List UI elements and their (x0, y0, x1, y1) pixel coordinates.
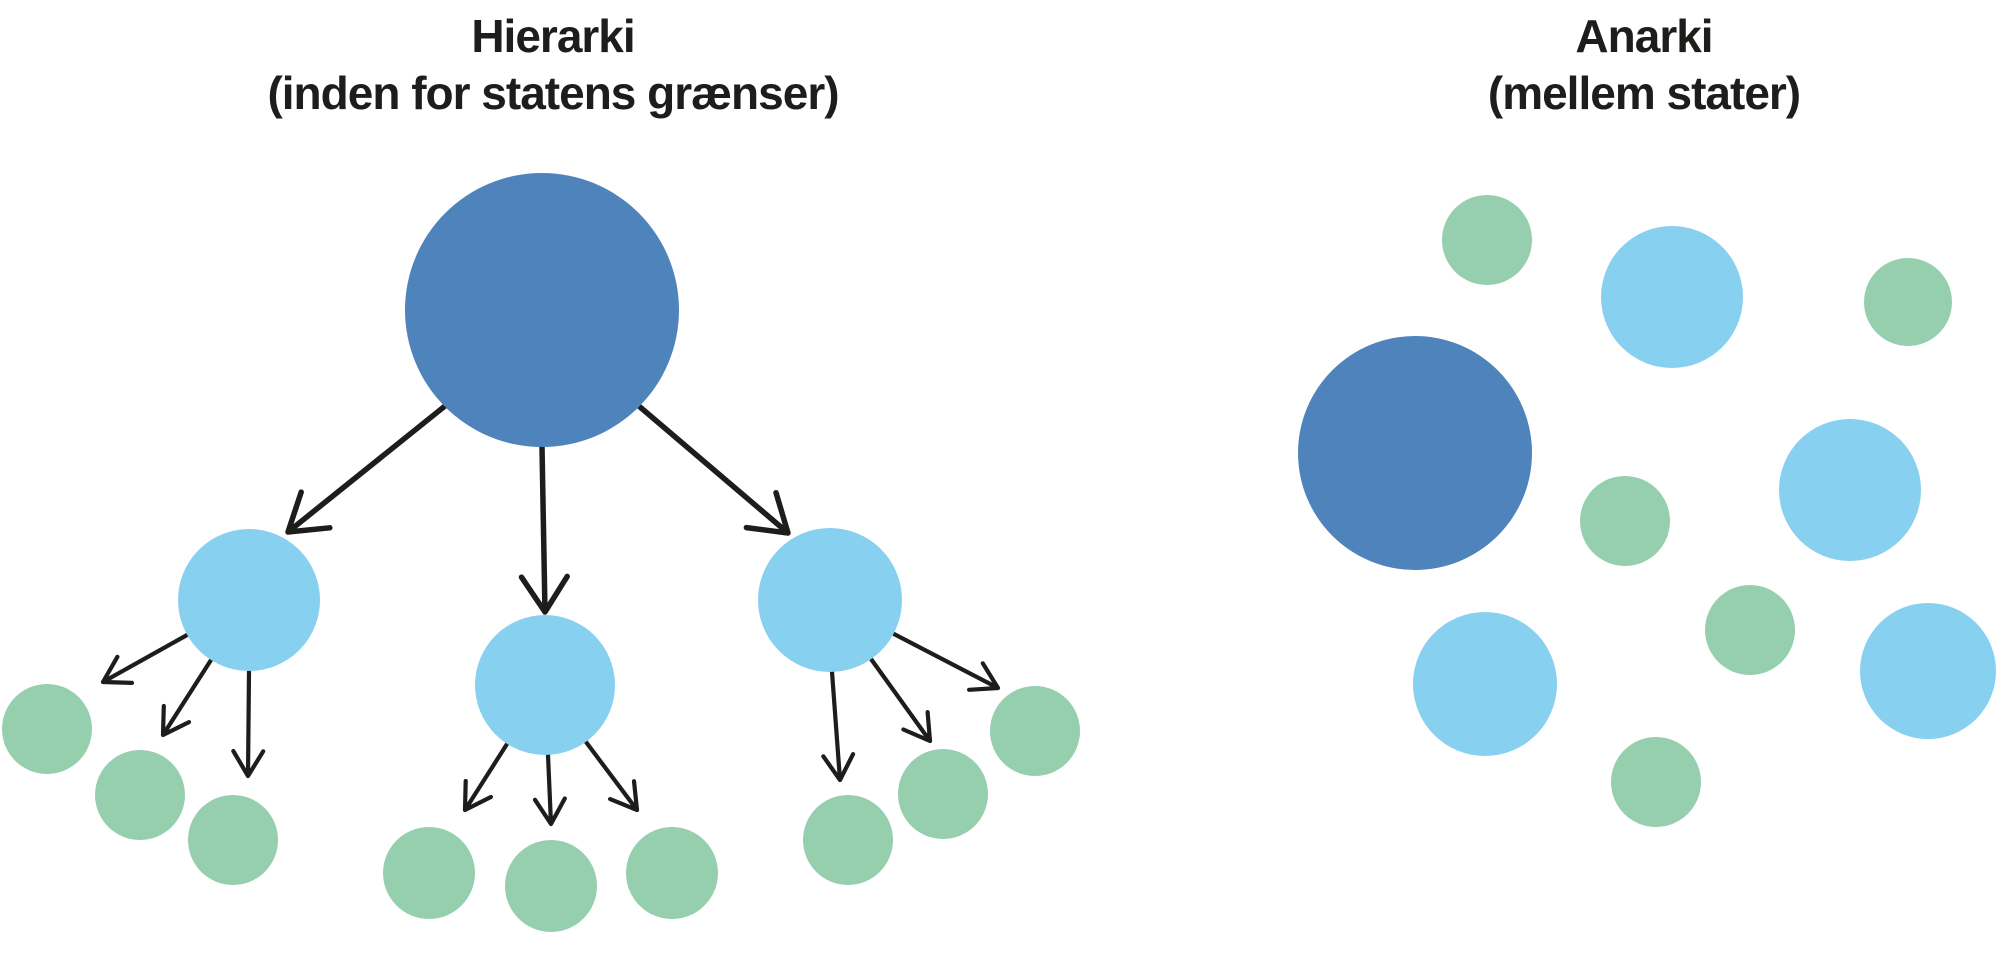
anarchy-green-midlow-node (1705, 585, 1795, 675)
anarchy-green-top-node (1442, 195, 1532, 285)
mid-center-node (475, 615, 615, 755)
hierarchy-arrow (285, 403, 448, 535)
anarchy-darkblue-big-node (1298, 336, 1532, 570)
anarchy-title: Anarki (mellem stater) (1487, 8, 1801, 122)
hierarchy-arrow (231, 668, 266, 779)
hierarchy-arrow (583, 739, 640, 813)
anarchy-blue-midright-node (1779, 419, 1921, 561)
hierarchy-arrow (462, 741, 510, 813)
anarchy-green-bottom-node (1611, 737, 1701, 827)
leaf-left-2-node (95, 750, 185, 840)
leaf-right-1-node (803, 795, 893, 885)
leaf-right-3-node (990, 686, 1080, 776)
anarchy-blue-right-node (1860, 603, 1996, 739)
hierarchy-arrow (821, 669, 856, 783)
anarchy-green-topright-node (1864, 258, 1952, 346)
anarchy-blue-bottomleft-node (1413, 612, 1557, 756)
anarchy-title-line1: Anarki (1575, 10, 1713, 62)
hierarchy-arrow (518, 444, 570, 615)
hierarchy-title-line1: Hierarki (471, 10, 635, 62)
hierarchy-arrow (891, 631, 1001, 692)
leaf-right-2-node (898, 749, 988, 839)
hierarchy-arrow (868, 656, 933, 744)
top-state-node (405, 173, 679, 447)
anarchy-blue-top-node (1601, 226, 1743, 368)
leaf-center-3-node (626, 827, 718, 919)
leaf-left-3-node (188, 795, 278, 885)
hierarchy-arrow (637, 404, 791, 536)
mid-left-node (178, 529, 320, 671)
hierarchy-arrow (100, 632, 190, 685)
hierarchy-arrow (532, 752, 567, 827)
anarchy-diagram (1298, 195, 1996, 827)
hierarchy-diagram (2, 173, 1080, 932)
mid-right-node (758, 528, 902, 672)
hierarchy-title: Hierarki (inden for statens grænser) (267, 8, 839, 122)
leaf-center-2-node (505, 840, 597, 932)
anarchy-title-line2: (mellem stater) (1487, 67, 1801, 119)
hierarchy-arrow (160, 657, 214, 738)
anarchy-green-middle-node (1580, 476, 1670, 566)
leaf-left-1-node (2, 684, 92, 774)
leaf-center-1-node (383, 827, 475, 919)
hierarchy-title-line2: (inden for statens grænser) (267, 67, 839, 119)
